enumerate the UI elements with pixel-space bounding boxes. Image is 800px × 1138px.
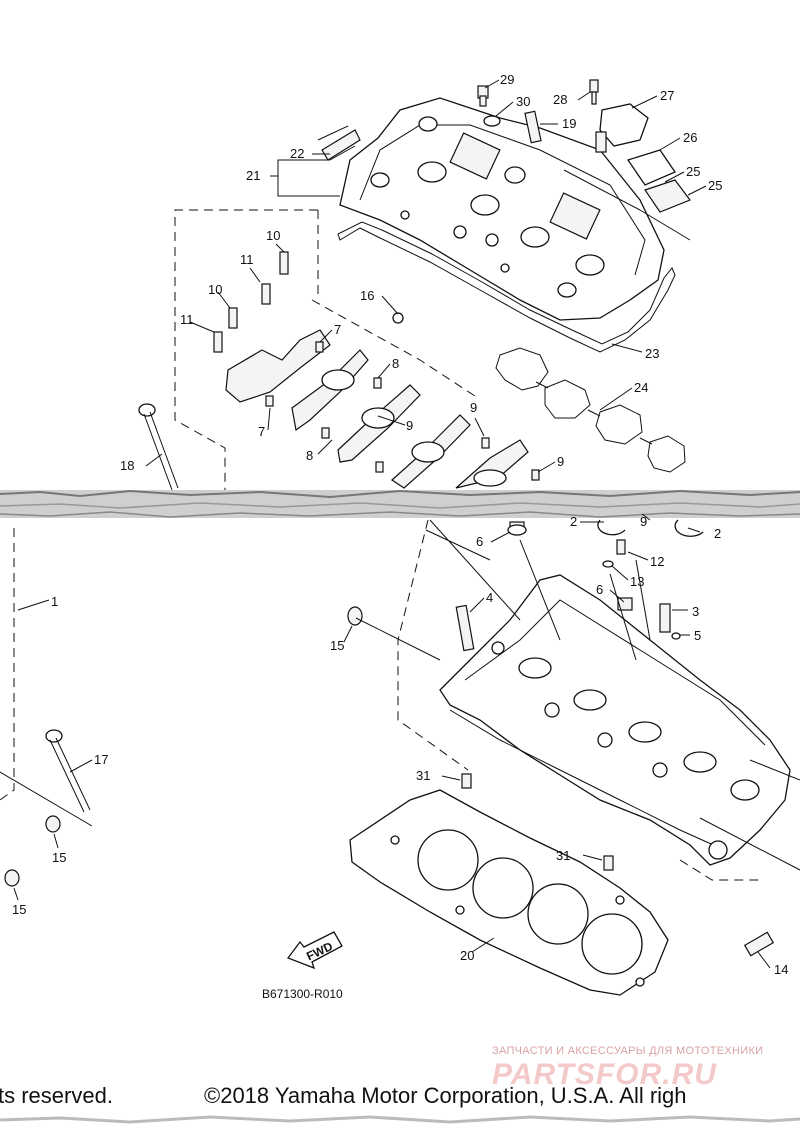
callout-15a: 15 [330, 638, 344, 653]
callout-11a: 11 [240, 252, 254, 267]
watermark-tagline: ЗАПЧАСТИ И АКСЕССУАРЫ ДЛЯ МОТОТЕХНИКИ [492, 1045, 764, 1057]
head-fasteners [4, 519, 775, 957]
callout-31a: 31 [416, 768, 430, 783]
torn-divider [0, 489, 800, 518]
callout-24: 24 [634, 380, 648, 395]
long-bolt-18 [138, 403, 179, 491]
callout-19: 19 [562, 116, 576, 131]
callout-27: 27 [660, 88, 674, 103]
callout-26: 26 [683, 130, 697, 145]
copyright-right: ©2018 Yamaha Motor Corporation, U.S.A. A… [204, 1083, 687, 1108]
callout-9a: 9 [406, 418, 413, 433]
valve-cover-gasket [337, 221, 676, 353]
callout-10b: 10 [208, 282, 222, 297]
callout-15b: 15 [52, 850, 66, 865]
callout-16: 16 [360, 288, 374, 303]
callout-6b: 6 [596, 582, 603, 597]
cylinder-head [439, 574, 791, 866]
callout-15c: 15 [12, 902, 26, 917]
callout-25a: 25 [686, 164, 700, 179]
callout-28: 28 [553, 92, 567, 107]
callout-25b: 25 [708, 178, 722, 193]
callout-8b: 8 [306, 448, 313, 463]
left-frame [0, 528, 15, 801]
callout-7a: 7 [334, 322, 341, 337]
head-dash-outline-right [679, 859, 760, 881]
callout-5: 5 [694, 628, 701, 643]
callout-14: 14 [774, 962, 788, 977]
callout-4: 4 [486, 590, 493, 605]
callout-13: 13 [630, 574, 644, 589]
callout-9b: 9 [470, 400, 477, 415]
callout-20: 20 [460, 948, 474, 963]
callout-17: 17 [94, 752, 108, 767]
diagram-code: B671300-R010 [262, 987, 343, 1001]
callout-3: 3 [692, 604, 699, 619]
callout-9c: 9 [557, 454, 564, 469]
fwd-label: FWD [304, 939, 335, 963]
plug-hole-gaskets [495, 347, 686, 473]
callout-12: 12 [650, 554, 664, 569]
copyright-left: ts reserved. [0, 1083, 113, 1108]
callout-23: 23 [645, 346, 659, 361]
watermark-logo: PARTSFOR.RU [492, 1058, 717, 1091]
callout-8a: 8 [392, 356, 399, 371]
callout-1: 1 [51, 594, 58, 609]
bottom-torn-edge [0, 1115, 800, 1124]
head-gasket [349, 789, 669, 996]
long-bolt-17 [45, 729, 91, 813]
callout-6a: 6 [476, 534, 483, 549]
cam-caps [213, 251, 540, 489]
callout-18: 18 [120, 458, 134, 473]
callout-7b: 7 [258, 424, 265, 439]
callout-10a: 10 [266, 228, 280, 243]
head-dash-outline-left [397, 519, 469, 771]
callout-11b: 11 [180, 312, 194, 327]
callout-21: 21 [246, 168, 260, 183]
callout-2b: 2 [570, 514, 577, 529]
callouts: 29 30 19 28 27 26 25 25 22 21 23 24 16 1… [12, 72, 788, 977]
cam-cap-group-outline [174, 209, 318, 490]
callout-2a: 2 [714, 526, 721, 541]
callout-31b: 31 [556, 848, 570, 863]
small-fasteners [317, 79, 691, 241]
callout-30: 30 [516, 94, 530, 109]
valve-cover [339, 97, 665, 321]
leader-lines [13, 79, 771, 969]
forward-arrow: FWD [286, 931, 343, 970]
callout-9d: 9 [640, 514, 647, 529]
callout-29: 29 [500, 72, 514, 87]
callout-22: 22 [290, 146, 304, 161]
